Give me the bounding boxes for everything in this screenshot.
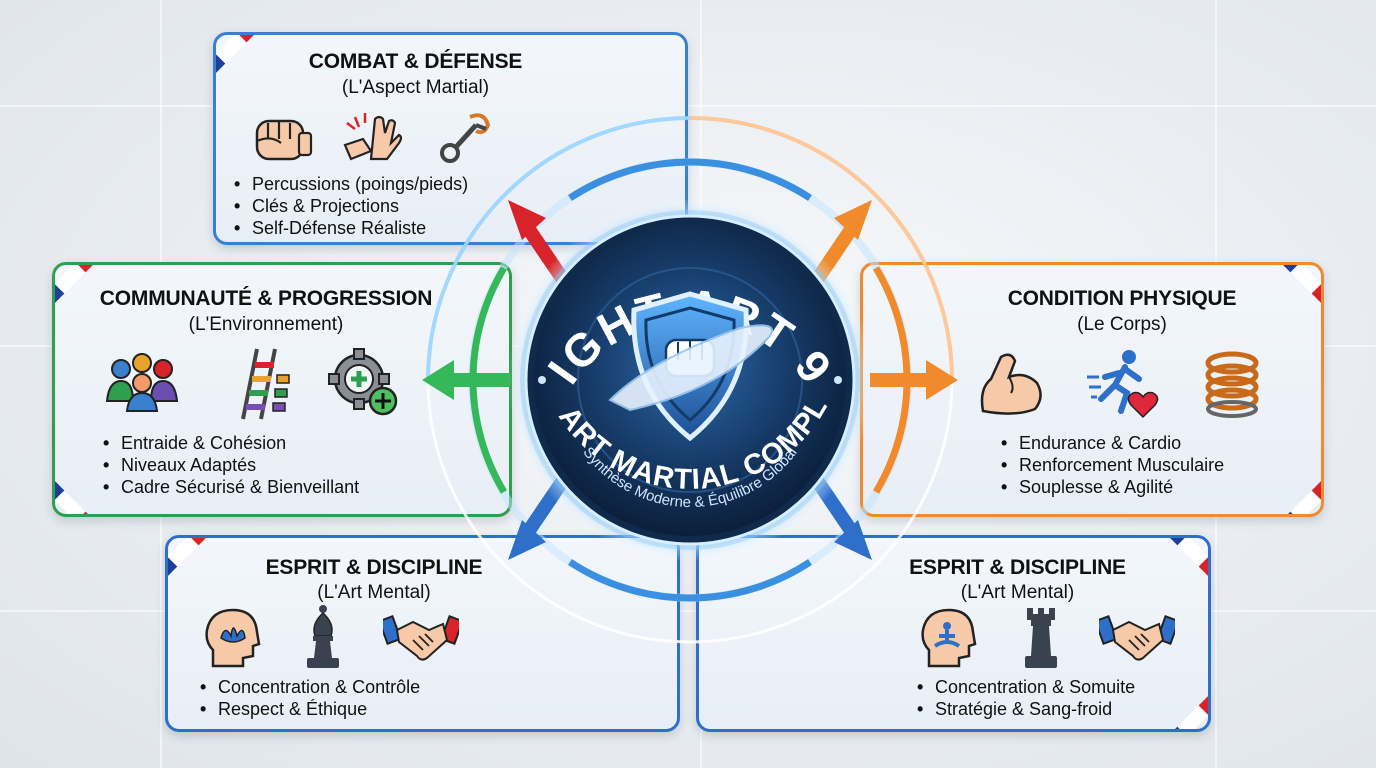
card-subtitle: (L'Art Mental) [317,582,431,603]
card-list: Percussions (poings/pieds) Clés & Projec… [234,173,468,239]
gear-plus-icon [328,348,398,416]
spring-icon [1205,351,1259,418]
card-esprit-discipline-right: ESPRIT & DISCIPLINE (L'Art Mental) Conce… [696,535,1211,732]
card-communaute-progression: COMMUNAUTÉ & PROGRESSION (L'Environnemen… [52,262,512,517]
floor-seam [0,105,1376,107]
list-item: Concentration & Somuite [917,676,1135,698]
blue-ring-segment-bottom [568,559,812,602]
badge-dot [834,376,842,384]
chess-rook-icon [1025,608,1057,668]
card-subtitle: (Le Corps) [1077,314,1167,335]
grappling-hook-icon [440,113,491,163]
card-subtitle: (L'Art Mental) [960,582,1075,603]
people-group-icon [105,353,179,412]
chess-bishop-icon [307,605,339,668]
flexed-arm-icon [980,353,1042,415]
card-list: Endurance & Cardio Renforcement Musculai… [1001,432,1224,498]
arrow-left [422,360,510,400]
card-title: CONDITION PHYSIQUE [1007,287,1237,310]
card-title: COMBAT & DÉFENSE [308,50,523,73]
list-item: Renforcement Musculaire [1001,454,1224,476]
list-item: Self-Défense Réaliste [234,217,468,239]
list-item: Respect & Éthique [200,698,420,720]
badge-inner-ring [577,267,803,493]
central-hub: FIGHT ART 91 UN ART MARTIAL COMPLET Synt… [420,60,958,644]
fist-icon [255,119,313,161]
list-item: Souplesse & Agilité [1001,476,1224,498]
french-flag-stripe [1156,684,1208,729]
badge-dot [538,376,546,384]
block-hand-icon [343,113,403,161]
blue-ring-segment-top [568,158,812,201]
card-title: ESPRIT & DISCIPLINE [265,556,483,579]
list-item: Entraide & Cohésion [103,432,359,454]
card-combat-defense: COMBAT & DÉFENSE (L'Aspect Martial) Perc… [213,32,688,245]
head-lotus-icon [205,608,261,668]
card-esprit-discipline-left: ESPRIT & DISCIPLINE (L'Art Mental) Conce… [165,535,680,732]
head-meditation-icon [921,608,977,668]
ladder-icon [241,348,290,420]
blue-glow-arc [426,116,691,381]
list-item: Cadre Sécurisé & Bienveillant [103,476,359,498]
french-flag-stripe [1269,469,1321,514]
card-title: COMMUNAUTÉ & PROGRESSION [99,287,433,310]
card-title: ESPRIT & DISCIPLINE [909,556,1126,579]
list-item: Endurance & Cardio [1001,432,1224,454]
card-subtitle: (L'Environnement) [188,314,344,335]
card-list: Concentration & Contrôle Respect & Éthiq… [200,676,420,720]
shield-fist-emblem [608,291,773,442]
list-item: Niveaux Adaptés [103,454,359,476]
floor-seam [0,610,1376,612]
card-list: Concentration & Somuite Stratégie & Sang… [917,676,1135,720]
handshake-icon [383,615,459,661]
french-flag-stripe [55,469,107,514]
list-item: Percussions (poings/pieds) [234,173,468,195]
handshake-icon [1099,615,1175,661]
list-item: Concentration & Contrôle [200,676,420,698]
orange-glow-arc [689,116,954,381]
card-list: Entraide & Cohésion Niveaux Adaptés Cadr… [103,432,359,498]
list-item: Stratégie & Sang-froid [917,698,1135,720]
card-subtitle: (L'Aspect Martial) [341,77,490,98]
arrow-right [870,360,958,400]
runner-heart-icon [1087,350,1159,419]
list-item: Clés & Projections [234,195,468,217]
